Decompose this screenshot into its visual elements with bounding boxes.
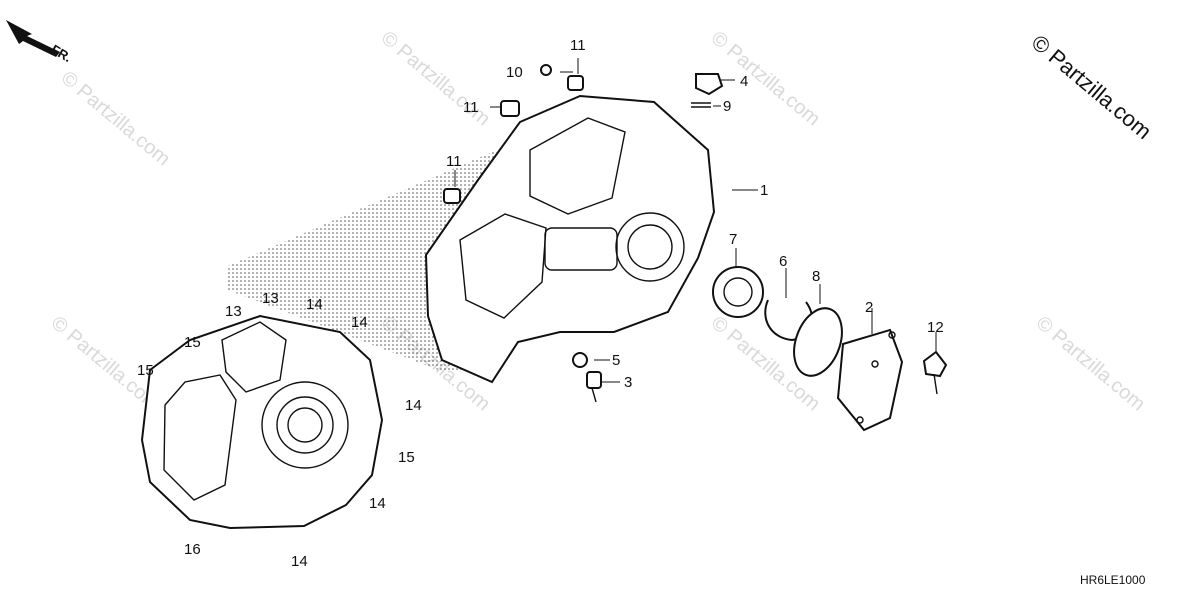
front-direction-indicator: FR. bbox=[6, 20, 74, 65]
front-arrow-icon bbox=[6, 20, 60, 57]
callout-11-middle: 11 bbox=[463, 99, 479, 116]
callout-10: 10 bbox=[506, 64, 523, 81]
hardware-parts bbox=[443, 64, 948, 432]
callout-14-bottom: 14 bbox=[291, 553, 308, 570]
callout-3: 3 bbox=[624, 374, 632, 391]
watermark-1: © Partzilla.com bbox=[57, 67, 174, 170]
callout-15-top: 15 bbox=[184, 334, 201, 351]
copyright-text: © Partzilla.com bbox=[1027, 30, 1157, 144]
callout-leader-lines bbox=[454, 58, 937, 383]
callout-14-right: 14 bbox=[405, 397, 422, 414]
callout-6: 6 bbox=[779, 253, 787, 270]
transmission-housing bbox=[424, 94, 716, 384]
callout-13-right: 13 bbox=[262, 290, 279, 307]
watermark-7: © Partzilla.com bbox=[1032, 312, 1149, 415]
callout-14-upper-right: 14 bbox=[351, 314, 368, 331]
callout-11-top: 11 bbox=[570, 37, 586, 54]
callout-14-top: 14 bbox=[306, 296, 323, 313]
callout-4: 4 bbox=[740, 73, 748, 90]
front-direction-label: FR. bbox=[49, 42, 75, 65]
callout-14-lower-right: 14 bbox=[369, 495, 386, 512]
callout-1: 1 bbox=[760, 182, 768, 199]
callout-16: 16 bbox=[184, 541, 201, 558]
callout-8: 8 bbox=[812, 268, 820, 285]
callout-15-left: 15 bbox=[137, 362, 154, 379]
callout-2: 2 bbox=[865, 299, 873, 316]
callout-labels: 1 2 3 4 5 6 7 8 9 10 11 11 11 12 13 13 1… bbox=[137, 37, 944, 570]
callout-9: 9 bbox=[723, 98, 731, 115]
callout-5: 5 bbox=[612, 352, 620, 369]
diagram-code: HR6LE1000 bbox=[1080, 573, 1146, 587]
callout-12: 12 bbox=[927, 319, 944, 336]
callout-15-right: 15 bbox=[398, 449, 415, 466]
callout-13-left: 13 bbox=[225, 303, 242, 320]
callout-7: 7 bbox=[729, 231, 737, 248]
left-crankcase-cover bbox=[140, 314, 384, 530]
callout-11-left: 11 bbox=[446, 153, 462, 170]
